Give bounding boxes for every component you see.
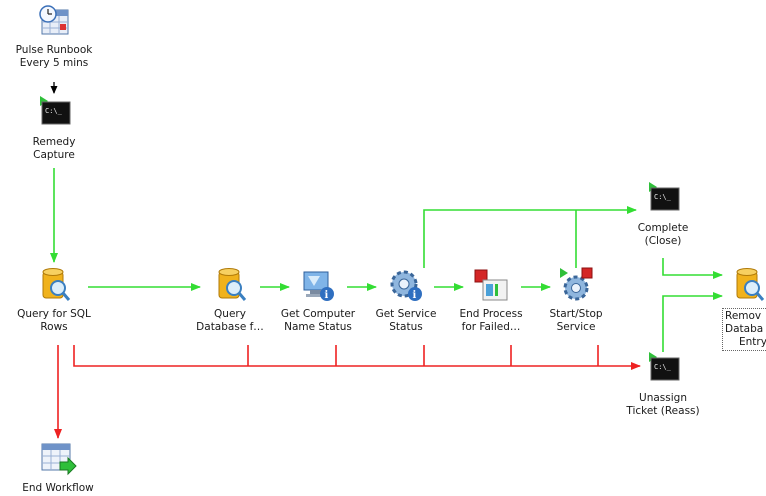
database-search-icon bbox=[218, 268, 247, 301]
database-search-icon bbox=[42, 268, 71, 301]
end-workflow-icon bbox=[41, 443, 77, 476]
computer-info-icon: i bbox=[303, 271, 334, 301]
database-search-icon bbox=[736, 268, 765, 301]
console-icon: C:\_ bbox=[40, 96, 71, 125]
console-icon: C:\_ bbox=[649, 182, 680, 211]
link-get-service-complete[interactable] bbox=[423, 206, 637, 268]
svg-text:i: i bbox=[325, 290, 329, 301]
console-icon: C:\_ bbox=[649, 352, 680, 381]
node-label: End Workflow bbox=[22, 482, 94, 494]
svg-text:C:\_: C:\_ bbox=[45, 107, 63, 115]
node-end-workflow[interactable]: End Workflow bbox=[14, 440, 102, 495]
link-unassign-remove-db[interactable] bbox=[662, 292, 723, 352]
link-failure-bus[interactable] bbox=[73, 345, 641, 370]
svg-text:C:\_: C:\_ bbox=[654, 363, 672, 371]
gear-info-icon: i bbox=[390, 270, 422, 301]
svg-text:i: i bbox=[413, 290, 417, 301]
node-label: Complete(Close) bbox=[637, 222, 689, 247]
node-complete-close[interactable]: C:\_ Complete(Close) bbox=[623, 180, 703, 248]
gear-start-stop-icon bbox=[560, 267, 593, 301]
link-complete-remove-db[interactable] bbox=[662, 258, 723, 279]
svg-text:C:\_: C:\_ bbox=[654, 193, 672, 201]
end-process-icon bbox=[474, 269, 508, 301]
calendar-clock-icon bbox=[39, 5, 69, 35]
